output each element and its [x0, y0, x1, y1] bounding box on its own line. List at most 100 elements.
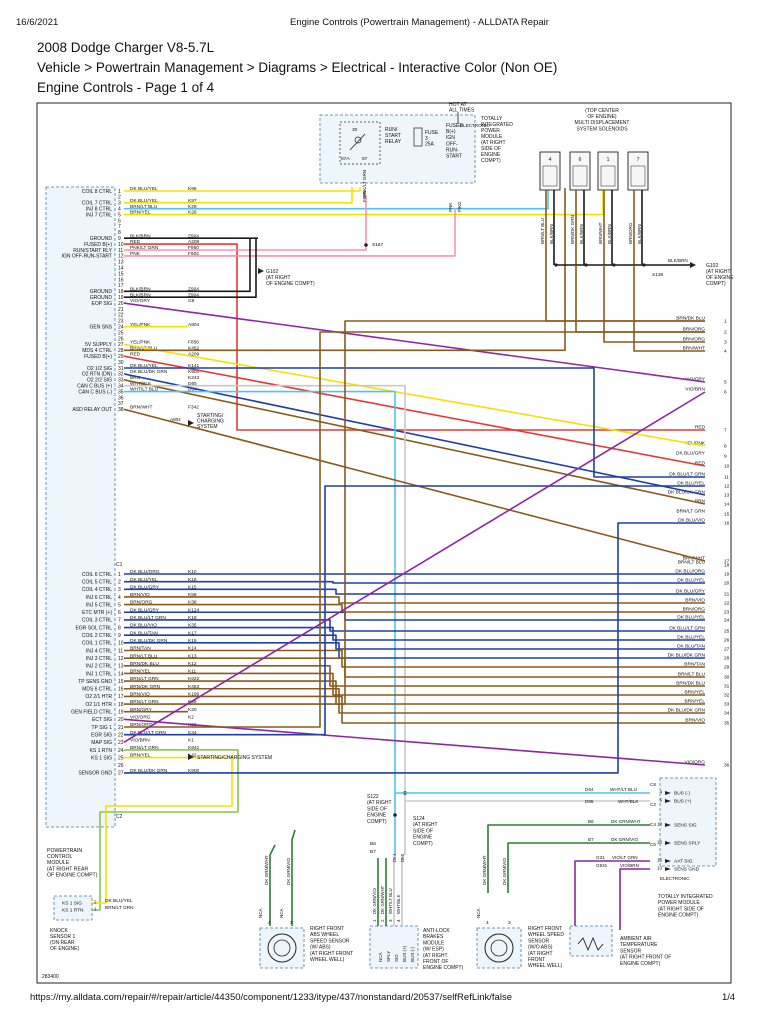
relay-box [339, 121, 381, 165]
pcm-c1-pin-circuit: K904 [188, 369, 200, 375]
pcm-c2-pin-color: VIO/BRN [130, 737, 150, 743]
knock-pin-label: KS 1 RTN [62, 908, 84, 914]
right-wire-label: BRN/LT GRN [676, 509, 705, 515]
wire-c1-19 [124, 238, 257, 299]
pcm-c1-pin-label: ASD RELAY OUT [72, 407, 112, 413]
pcm-c2-pin-number: 17 [118, 694, 124, 700]
starting-charging-label: SYSTEM [197, 424, 218, 430]
tipm-pin-label: SENS GND [674, 867, 700, 873]
aat-caption: AMBIENT AIR [620, 936, 652, 942]
right-wire-number: 6 [724, 390, 727, 396]
wire-c1-31 [124, 367, 705, 478]
relay-pin-87a: 87A [341, 156, 350, 162]
knock-sensor [53, 895, 93, 921]
wss-nca: NCA [476, 907, 481, 918]
wire-c2-22 [124, 485, 705, 736]
wire-c2-17 [124, 695, 705, 724]
pcm-c2-pin-number: 16 [118, 687, 124, 693]
mds-wire-3 [603, 265, 705, 343]
right-wire-label: VIO/BRN [685, 387, 705, 393]
pcm-c2-pin-number: 3 [118, 587, 121, 593]
splice-s122: SIDE OF [367, 806, 387, 812]
tipm-caption: (AT RIGHT [481, 140, 506, 146]
page-number: 1/4 [722, 992, 736, 1003]
pcm-c2-pin-number: 10 [118, 641, 124, 647]
pcm-c2-pin-label: TP SENS GND [78, 679, 112, 685]
solenoid-wire-label: BRN/ORG [628, 222, 633, 244]
tipm-pin-label: SENS SPLY [674, 841, 701, 847]
aat-g931: G931 [596, 863, 608, 868]
pcm-c1-pin-number: 27 [118, 342, 124, 348]
abm-wire-label: DK GRN/WHT [380, 885, 385, 914]
knock-pin-label: KS 1 SIG [62, 901, 82, 907]
abs-caption: SPEED SENSOR [310, 938, 350, 944]
abm-pin-label: NCA [378, 952, 383, 962]
mds-wire-4 [633, 265, 705, 352]
abm-caption: FRONT OF [423, 959, 448, 965]
abs-nca: NCA [279, 907, 284, 918]
right-wire-number: 24 [724, 618, 730, 624]
pcm-c1-pin-number: 14 [118, 266, 124, 272]
right-wire-label: BRN/ORG [683, 327, 706, 333]
right-wire-number: 31 [724, 684, 730, 690]
pcm-c2-pin-number: 25 [118, 755, 124, 761]
pcm-c1-pin-label: FUSED B(+) [84, 242, 112, 248]
pcm-c2-pin-label: KS 1 SIG [91, 755, 112, 761]
mds-wire-2 [575, 265, 705, 333]
pcm-c1-pin-label: FUSED B(+) [84, 354, 112, 360]
pcm-c2-pin-number: 21 [118, 725, 124, 731]
fuse-label: FUSE [425, 130, 439, 136]
tipm-caption: MODULE [481, 134, 503, 140]
relay-wire-label: PNK/LT GRN [362, 170, 367, 197]
right-wire-number: 20 [724, 581, 730, 587]
pcm-c1-pin-number: 23 [118, 319, 124, 325]
knock-caption: SENSOR 1 [50, 934, 76, 940]
pcm-caption: POWERTRAIN [47, 848, 82, 854]
solenoid-wire-label: BLK/BRN [579, 224, 584, 244]
pcm-c2-pin-circuit: K199 [188, 692, 200, 698]
abs-wheel-speed-sensor [259, 927, 305, 969]
pcm-c1-pin-number: 15 [118, 271, 124, 277]
fused-label: RUN- [446, 147, 459, 153]
tipm-caption: TOTALLY [481, 116, 503, 122]
abm-pin: 4 [396, 919, 401, 922]
abm-caption: MODULE [423, 940, 445, 946]
pcm-c1-pin-circuit: A804 [188, 322, 200, 328]
hot-at-all-times: ALL TIMES [449, 108, 475, 114]
right-wire-label: VIO/GRY [685, 377, 706, 383]
abs-wheel-speed-sensor-coil [267, 933, 297, 963]
right-wire-label: DK BLU/YEL [677, 481, 705, 487]
right-wire-number: 19 [724, 572, 730, 578]
electronic-label: ELECTRONIC [460, 123, 490, 128]
splice-s124: ENGINE [413, 835, 433, 841]
right-wire-number: 30 [724, 675, 730, 681]
right-wire-number: 33 [724, 702, 730, 708]
pcm-c1-pin-color: BRN [130, 375, 141, 381]
abs-pin: 4 [268, 920, 271, 926]
abm-caption: (AT RIGHT [423, 953, 448, 959]
g102-label: OF ENGINE COMPT) [266, 281, 315, 287]
pcm-c1-pin-label: COIL 8 CTRL [82, 189, 112, 195]
pcm-c1-pin-color: RED [130, 351, 141, 357]
pcm-c1-pin-label: O2 RTN (DN) [82, 372, 113, 378]
pcm-caption: CONTROL [47, 854, 72, 860]
wire-c1-5 [124, 190, 604, 216]
right-wire-number: 11 [724, 475, 729, 481]
page-url[interactable]: https://my.alldata.com/repair/#/repair/a… [30, 992, 512, 1003]
solenoid-pin-number: 6 [579, 157, 582, 163]
tipm-pin-arrow [665, 791, 671, 795]
pcm-module [45, 186, 116, 828]
abm-caption: (W/ ESP) [423, 947, 444, 953]
pcm-c2-pin-number: 1 [118, 572, 121, 578]
pcm-c1-pin-number: 3 [118, 201, 121, 207]
knock-pin-number: 1 [94, 907, 97, 912]
abm-caption: BRAKES [423, 934, 444, 940]
pcm-c2-pin-circuit: K34 [188, 730, 197, 736]
pcm-c1-pin-circuit: Z904 [188, 233, 199, 239]
pcm-c2-pin-label: COIL 4 CTRL [82, 587, 112, 593]
g102-arrow [258, 268, 264, 274]
pcm-c2-pin-color: DK BLU/GRY [130, 584, 160, 590]
right-wire-number: 18 [724, 563, 730, 569]
right-wire-label: BRN/ORG [683, 607, 706, 613]
abs-pin: 3 [290, 920, 293, 926]
